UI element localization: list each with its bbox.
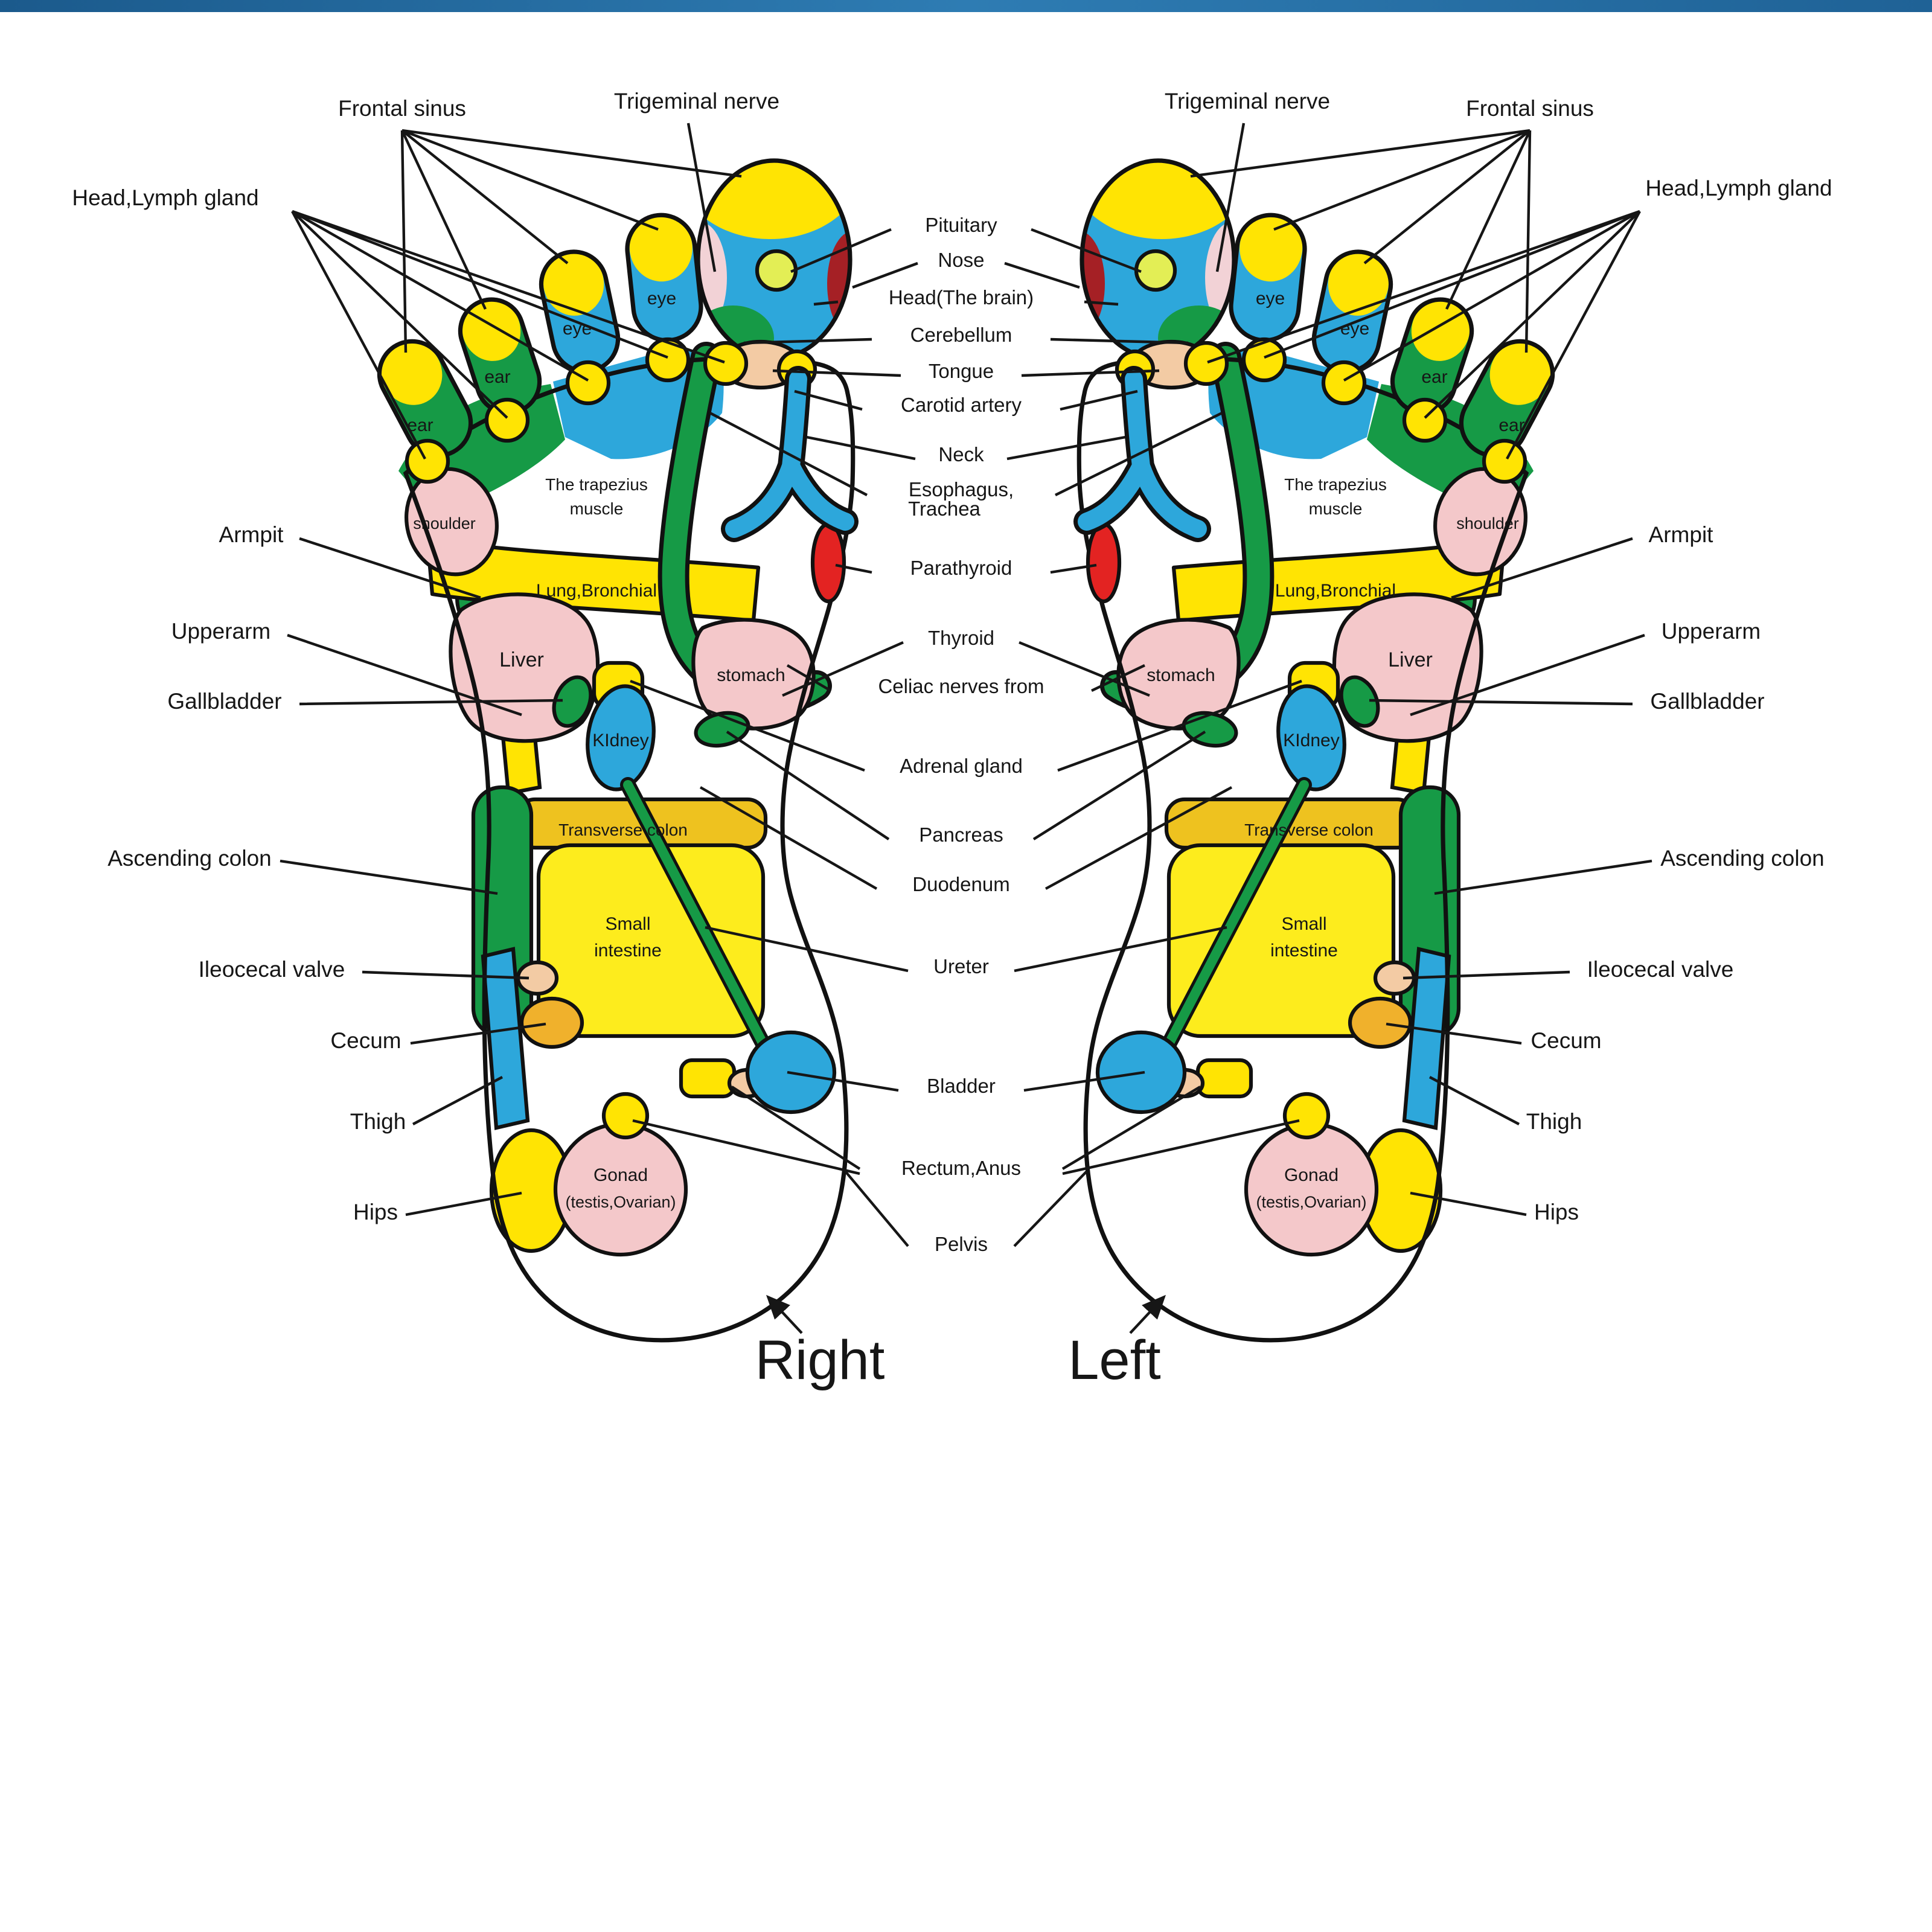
label-gonad: (testis,Ovarian) bbox=[565, 1193, 676, 1211]
label-head-lymph-right: Head,Lymph gland bbox=[1645, 176, 1832, 200]
label-eye: eye bbox=[647, 289, 676, 309]
label-transverse: Transverse colon bbox=[1244, 820, 1374, 839]
label-lung: Lung,Bronchial bbox=[1275, 581, 1396, 601]
label-gonad: Gonad bbox=[1284, 1165, 1339, 1185]
label-transverse: Transverse colon bbox=[558, 820, 688, 839]
label-kidney: KIdney bbox=[592, 731, 648, 750]
left-foot-sole bbox=[1052, 99, 1565, 1340]
left-foot-arrow bbox=[1129, 1294, 1166, 1334]
label-head-lymph-left: Head,Lymph gland bbox=[72, 185, 258, 210]
label-frontal-sinus-right: Frontal sinus bbox=[1466, 96, 1594, 121]
top-bar bbox=[0, 0, 1932, 12]
label-right-foot: Right bbox=[755, 1329, 885, 1391]
label-hips-right: Hips bbox=[1534, 1200, 1579, 1224]
label-trigeminal-right: Trigeminal nerve bbox=[1165, 89, 1330, 114]
label-bladder: Bladder bbox=[927, 1075, 996, 1097]
label-head-brain: Head(The brain) bbox=[889, 286, 1034, 309]
label-rectum: Rectum,Anus bbox=[901, 1157, 1021, 1179]
label-liver: Liver bbox=[499, 648, 544, 671]
label-gallbladder-left: Gallbladder bbox=[167, 689, 281, 714]
label-thigh-left: Thigh bbox=[350, 1109, 406, 1134]
right-foot-labels: eye eye ear ear shoulder The trapezius m… bbox=[407, 289, 785, 1211]
label-small-intestine: intestine bbox=[594, 941, 662, 961]
label-hips-left: Hips bbox=[353, 1200, 398, 1224]
label-shoulder: shoulder bbox=[413, 514, 476, 533]
label-gonad: Gonad bbox=[593, 1165, 648, 1185]
label-trapezius: muscle bbox=[1309, 499, 1363, 518]
label-frontal-sinus-left: Frontal sinus bbox=[338, 96, 466, 121]
label-trapezius: The trapezius bbox=[1284, 475, 1387, 494]
label-pelvis: Pelvis bbox=[935, 1233, 988, 1255]
label-ear: ear bbox=[407, 415, 433, 435]
label-ear: ear bbox=[1421, 367, 1447, 387]
leader-lines bbox=[280, 123, 1652, 1247]
right-foot-sole bbox=[367, 99, 880, 1340]
label-esophagus: Esophagus, bbox=[909, 478, 1014, 501]
label-small-intestine: Small bbox=[605, 914, 650, 934]
label-nose: Nose bbox=[938, 249, 984, 271]
label-thyroid: Thyroid bbox=[928, 627, 994, 649]
label-pituitary: Pituitary bbox=[925, 214, 997, 236]
label-pancreas: Pancreas bbox=[919, 824, 1003, 846]
label-ear: ear bbox=[1499, 415, 1524, 435]
label-trapezius: muscle bbox=[570, 499, 624, 518]
label-eye: eye bbox=[1340, 319, 1369, 339]
label-armpit-left: Armpit bbox=[219, 522, 284, 547]
label-upperarm-right: Upperarm bbox=[1662, 619, 1761, 644]
label-liver: Liver bbox=[1388, 648, 1433, 671]
label-stomach: stomach bbox=[1147, 665, 1215, 685]
label-armpit-right: Armpit bbox=[1649, 522, 1714, 547]
label-gallbladder-right: Gallbladder bbox=[1650, 689, 1764, 714]
label-ureter: Ureter bbox=[933, 955, 989, 977]
label-stomach: stomach bbox=[717, 665, 785, 685]
label-shoulder: shoulder bbox=[1456, 514, 1519, 533]
label-ascending-right: Ascending colon bbox=[1660, 846, 1825, 871]
label-ascending-left: Ascending colon bbox=[107, 846, 272, 871]
label-cecum-right: Cecum bbox=[1531, 1028, 1601, 1053]
label-thigh-right: Thigh bbox=[1526, 1109, 1582, 1134]
label-parathyroid: Parathyroid bbox=[910, 557, 1012, 579]
right-foot-arrow bbox=[766, 1294, 803, 1334]
label-small-intestine: intestine bbox=[1270, 941, 1338, 961]
label-carotid: Carotid artery bbox=[901, 394, 1022, 416]
label-trigeminal-left: Trigeminal nerve bbox=[614, 89, 779, 114]
label-cerebellum: Cerebellum bbox=[910, 324, 1012, 346]
label-tongue: Tongue bbox=[929, 360, 994, 382]
label-duodenum: Duodenum bbox=[912, 873, 1009, 895]
label-adrenal: Adrenal gland bbox=[900, 755, 1023, 777]
label-ileocecal-left: Ileocecal valve bbox=[199, 957, 345, 982]
label-lung: Lung,Bronchial bbox=[536, 581, 657, 601]
label-eye: eye bbox=[563, 319, 592, 339]
label-kidney: KIdney bbox=[1283, 731, 1339, 750]
left-side-labels: Armpit Upperarm Gallbladder Ascending co… bbox=[107, 522, 406, 1224]
label-gonad: (testis,Ovarian) bbox=[1256, 1193, 1366, 1211]
label-ear: ear bbox=[484, 367, 510, 387]
label-eye: eye bbox=[1256, 289, 1285, 309]
left-foot-labels: eye eye ear ear shoulder The trapezius m… bbox=[1147, 289, 1524, 1211]
label-ileocecal-right: Ileocecal valve bbox=[1587, 957, 1734, 982]
label-trachea: Trachea bbox=[908, 497, 980, 520]
label-cecum-left: Cecum bbox=[330, 1028, 401, 1053]
label-upperarm-left: Upperarm bbox=[171, 619, 271, 644]
label-small-intestine: Small bbox=[1281, 914, 1326, 934]
right-side-labels: Armpit Upperarm Gallbladder Ascending co… bbox=[1526, 522, 1825, 1224]
label-celiac: Celiac nerves from bbox=[878, 675, 1044, 697]
center-labels: Pituitary Nose Head(The brain) Cerebellu… bbox=[878, 214, 1044, 1255]
label-trapezius: The trapezius bbox=[545, 475, 648, 494]
label-left-foot: Left bbox=[1068, 1329, 1160, 1391]
label-neck: Neck bbox=[938, 443, 984, 465]
